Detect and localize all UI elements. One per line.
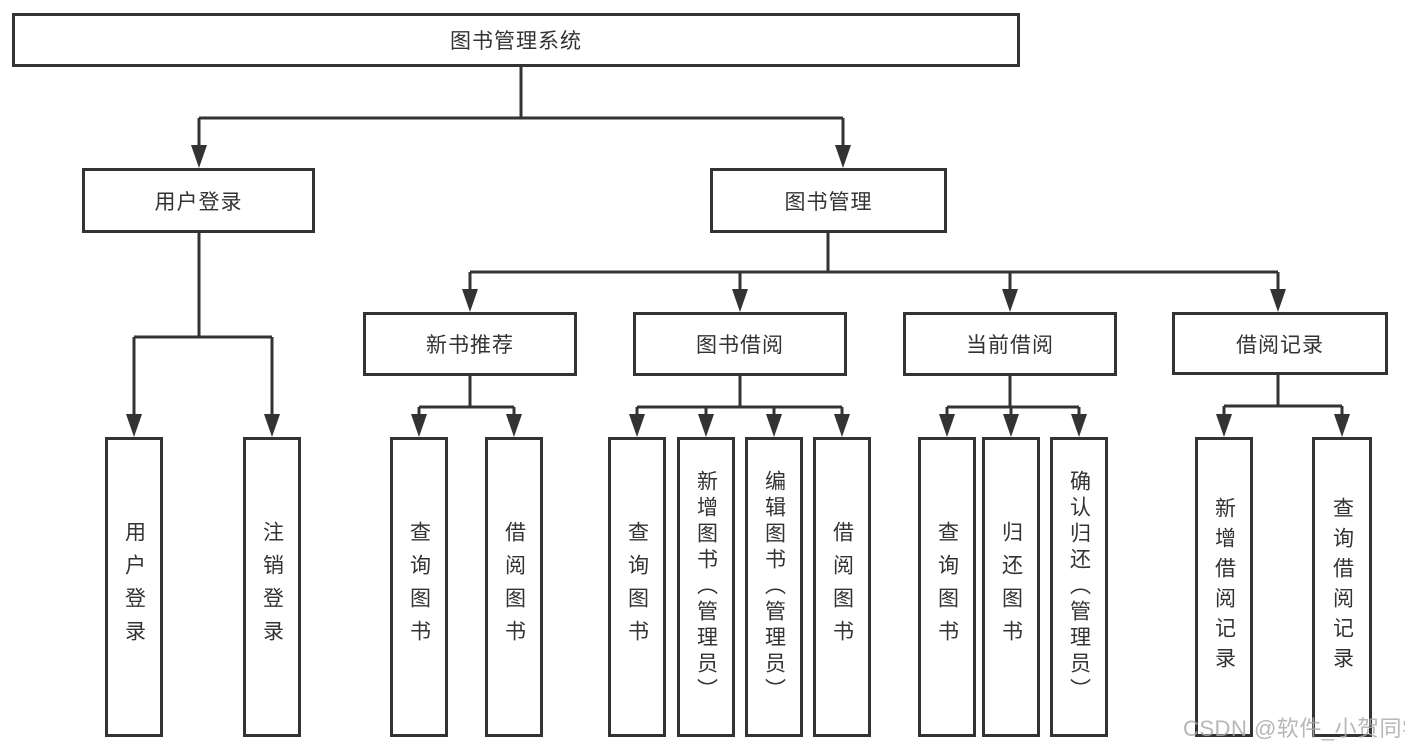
leaf-user-login: 用户登录 <box>105 437 163 737</box>
connector-borrow-records-to-leaves <box>1222 375 1344 418</box>
connector-book-borrow-to-leaves <box>635 375 844 418</box>
leaf-label-query-book-1: 查询图书 <box>407 521 431 653</box>
leaf-query-book-1: 查询图书 <box>390 437 448 737</box>
leaf-label-add-book-admin: 新增图书（管理员） <box>694 470 718 704</box>
csdn-watermark: CSDN @软件_小贺同学 <box>1183 716 1405 741</box>
connector-current-borrow-to-leaves <box>945 375 1081 418</box>
leaf-label-query-book-2: 查询图书 <box>625 521 649 653</box>
leaf-query-book-2: 查询图书 <box>608 437 666 737</box>
node-library-management-system: 图书管理系统 <box>12 13 1020 67</box>
leaf-edit-book-admin: 编辑图书（管理员） <box>745 437 803 737</box>
leaf-query-book-3: 查询图书 <box>918 437 976 737</box>
leaf-label-user-login: 用户登录 <box>122 521 146 653</box>
node-label-current-borrow: 当前借阅 <box>966 334 1054 357</box>
leaf-query-borrow-record: 查询借阅记录 <box>1312 437 1372 737</box>
arrowhead-leaf-confirm-return <box>1071 414 1087 437</box>
arrowhead-leaf-query-book-2 <box>629 414 645 437</box>
connector-new-book-rec-to-leaves <box>417 375 516 418</box>
node-current-borrow: 当前借阅 <box>903 312 1117 376</box>
leaf-label-borrow-book-2: 借阅图书 <box>830 521 854 653</box>
leaf-label-return-book: 归还图书 <box>999 521 1023 653</box>
arrowhead-current-borrow-node <box>1002 289 1018 312</box>
node-label-borrow-records: 借阅记录 <box>1236 333 1324 357</box>
arrowhead-leaf-edit-book <box>766 414 782 437</box>
leaf-borrow-book-2: 借阅图书 <box>813 437 871 737</box>
node-new-book-recommend: 新书推荐 <box>363 312 577 376</box>
arrowhead-book-mgmt-node <box>835 145 851 168</box>
leaf-return-book: 归还图书 <box>982 437 1040 737</box>
leaf-label-query-borrow-record: 查询借阅记录 <box>1330 497 1354 677</box>
connector-root-to-level2 <box>197 66 845 148</box>
leaf-add-borrow-record: 新增借阅记录 <box>1195 437 1253 737</box>
leaf-label-borrow-book-1: 借阅图书 <box>502 521 526 653</box>
arrowhead-borrow-records-node <box>1270 289 1286 312</box>
leaf-label-logout: 注销登录 <box>260 521 284 653</box>
leaf-confirm-return-admin: 确认归还（管理员） <box>1050 437 1108 737</box>
arrowhead-leaf-query-book-3 <box>939 414 955 437</box>
node-book-borrow: 图书借阅 <box>633 312 847 376</box>
arrowhead-user-login-node <box>191 145 207 168</box>
node-label-book-management: 图书管理 <box>784 190 873 214</box>
node-borrow-records: 借阅记录 <box>1172 312 1388 375</box>
arrowhead-leaf-borrow-book-2 <box>834 414 850 437</box>
arrowhead-book-borrow-node <box>732 289 748 312</box>
leaf-add-book-admin: 新增图书（管理员） <box>677 437 735 737</box>
arrowhead-leaf-borrow-book-1 <box>506 414 522 437</box>
arrowhead-leaf-add-borrow-record <box>1216 414 1232 437</box>
leaf-logout: 注销登录 <box>243 437 301 737</box>
arrowhead-leaf-return-book <box>1003 414 1019 437</box>
arrowhead-leaf-add-book <box>698 414 714 437</box>
node-label-book-borrow: 图书借阅 <box>696 334 784 357</box>
node-book-management: 图书管理 <box>710 168 947 233</box>
arrowhead-new-book-rec-node <box>462 289 478 312</box>
leaf-label-add-borrow-record: 新增借阅记录 <box>1212 497 1236 677</box>
node-label-user-login: 用户登录 <box>154 190 243 214</box>
connector-user-login-to-leaves <box>132 232 274 418</box>
leaf-label-query-book-3: 查询图书 <box>935 521 959 653</box>
node-label-new-book-recommend: 新书推荐 <box>426 334 514 357</box>
connector-book-mgmt-to-level3 <box>468 232 1280 292</box>
arrowhead-leaf-query-borrow-record <box>1334 414 1350 437</box>
arrowhead-leaf-logout <box>264 414 280 437</box>
leaf-label-edit-book-admin: 编辑图书（管理员） <box>762 470 786 704</box>
node-user-login: 用户登录 <box>82 168 315 233</box>
arrowhead-leaf-user-login <box>126 414 142 437</box>
leaf-label-confirm-return-admin: 确认归还（管理员） <box>1067 470 1091 704</box>
arrowhead-leaf-query-book-1 <box>411 414 427 437</box>
node-label-library-management-system: 图书管理系统 <box>450 30 582 53</box>
leaf-borrow-book-1: 借阅图书 <box>485 437 543 737</box>
